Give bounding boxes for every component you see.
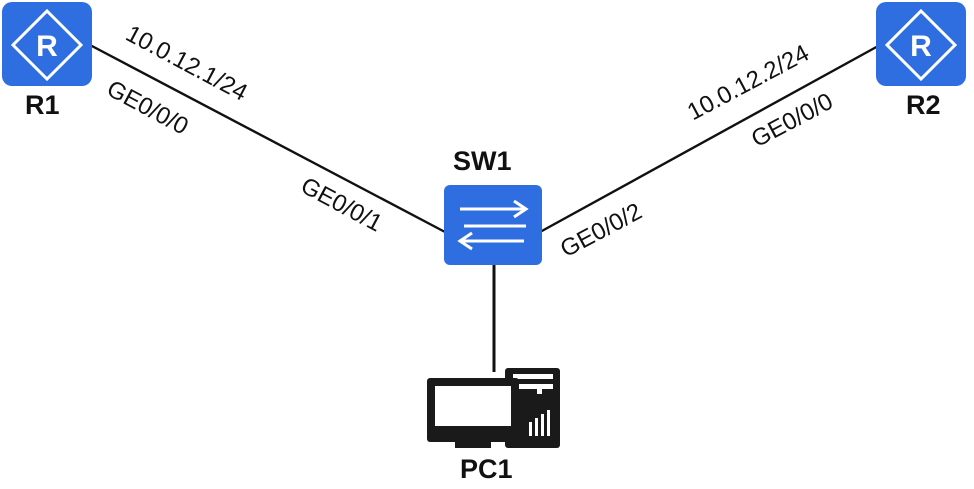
svg-text:R: R xyxy=(36,30,58,63)
pc-label-pc1: PC1 xyxy=(460,454,513,484)
switch-icon xyxy=(442,183,544,267)
router-icon: R xyxy=(874,0,968,88)
router-icon: R xyxy=(0,0,94,88)
pc-icon xyxy=(425,366,561,450)
link-r2-sw1 xyxy=(539,43,881,234)
svg-text:R: R xyxy=(910,30,932,63)
router-label-r1: R1 xyxy=(25,90,60,120)
router-label-r2: R2 xyxy=(906,90,941,120)
switch-label-sw1: SW1 xyxy=(453,146,512,176)
link-r1-sw1 xyxy=(89,43,446,234)
